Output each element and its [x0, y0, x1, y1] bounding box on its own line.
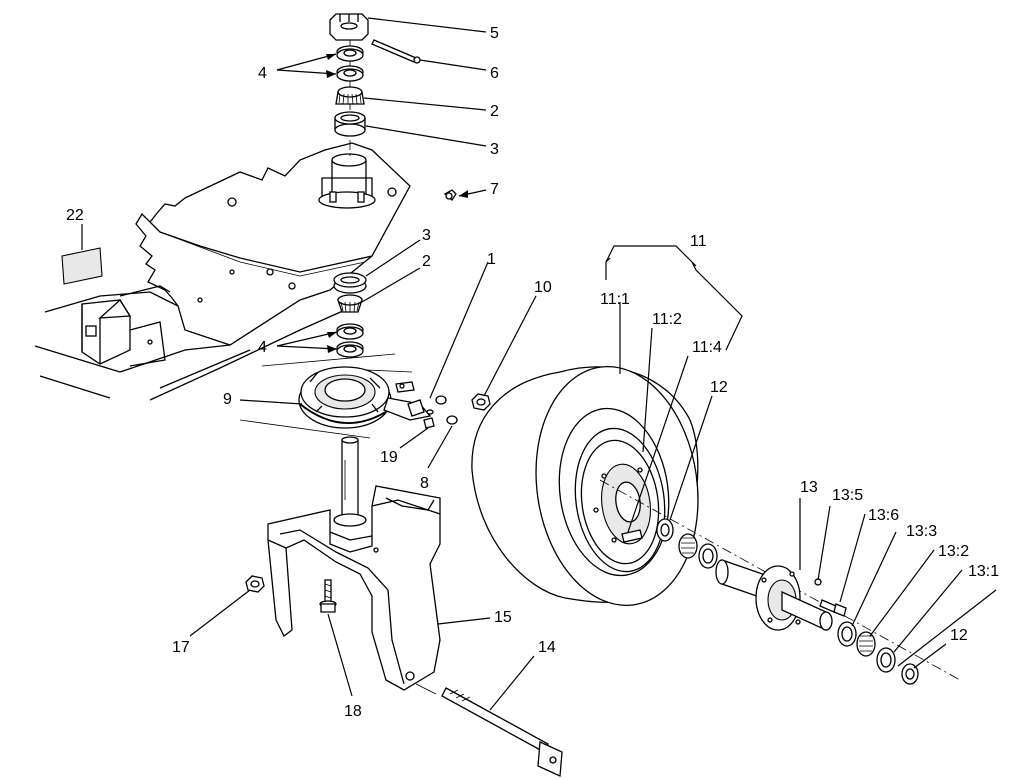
- washers-top: [336, 45, 364, 82]
- callout-12-upper: 12: [710, 379, 728, 396]
- callout-7: 7: [490, 181, 499, 198]
- callout-labels: 5 6 4 2 3 7 22 3 2 1 10 4 9 19 8 11 11:1…: [66, 25, 999, 720]
- callout-18: 18: [344, 703, 362, 720]
- axle-bolt: [415, 683, 563, 777]
- bearing-cone-lower: [337, 294, 363, 313]
- callout-8: 8: [420, 475, 429, 492]
- pivot-housing: [318, 153, 376, 209]
- leader-lines: [81, 17, 997, 711]
- bearing-cone-axle: [678, 533, 698, 559]
- callout-19: 19: [380, 449, 398, 466]
- callout-13-5: 13:5: [832, 487, 863, 504]
- caster-fork: [267, 485, 441, 691]
- callout-10: 10: [534, 279, 552, 296]
- wheel-assembly: [471, 365, 699, 607]
- callout-12-lower: 12: [950, 627, 968, 644]
- bolt-18: [319, 579, 337, 613]
- bolts-nuts-arm: [423, 395, 458, 429]
- bearing-12a: [656, 518, 674, 542]
- callout-13-3: 13:3: [906, 523, 937, 540]
- callout-2-lower: 2: [422, 253, 431, 270]
- bearing-12b: [901, 663, 919, 685]
- bearing-cup-top: [334, 111, 366, 137]
- callout-9: 9: [223, 391, 232, 408]
- callout-11-1: 11:1: [600, 291, 630, 308]
- callout-13-6: 13:6: [868, 507, 899, 524]
- callout-2-top: 2: [490, 103, 499, 120]
- washers-lower: [336, 323, 364, 358]
- callout-3-lower: 3: [422, 227, 431, 244]
- callout-4-lower: 4: [258, 339, 267, 356]
- callout-14: 14: [538, 639, 556, 656]
- caster-spindle: [333, 436, 367, 527]
- callout-11-2: 11:2: [652, 311, 682, 328]
- lock-nut-10: [471, 393, 491, 411]
- callout-13: 13: [800, 479, 818, 496]
- callout-13-2: 13:2: [938, 543, 969, 560]
- callout-11: 11: [690, 233, 707, 250]
- bearing-cone-top: [335, 86, 365, 105]
- hub-assembly: [715, 559, 833, 632]
- callout-3-top: 3: [490, 141, 499, 158]
- grease-fitting: [443, 189, 457, 201]
- nut-17: [245, 575, 265, 593]
- callout-11-4: 11:4: [692, 339, 722, 356]
- callout-22: 22: [66, 207, 84, 224]
- arrowheads: [326, 54, 468, 353]
- callout-1: 1: [487, 251, 496, 268]
- cup-13-2: [876, 647, 896, 673]
- callout-13-1: 13:1: [968, 563, 999, 580]
- seal-13-6: [837, 621, 857, 647]
- callout-17: 17: [172, 639, 190, 656]
- callout-15: 15: [494, 609, 512, 626]
- callout-5: 5: [490, 25, 499, 42]
- bolt-13-5: [819, 599, 847, 617]
- castle-nut: [329, 13, 369, 41]
- bearing-13-3: [856, 631, 876, 657]
- caster-housing: [239, 353, 432, 439]
- callout-6: 6: [490, 65, 499, 82]
- bearing-cup-lower: [333, 272, 367, 294]
- callout-4-top: 4: [258, 65, 267, 82]
- cotter-pin: [371, 39, 421, 64]
- bearing-cup-axle: [698, 543, 718, 569]
